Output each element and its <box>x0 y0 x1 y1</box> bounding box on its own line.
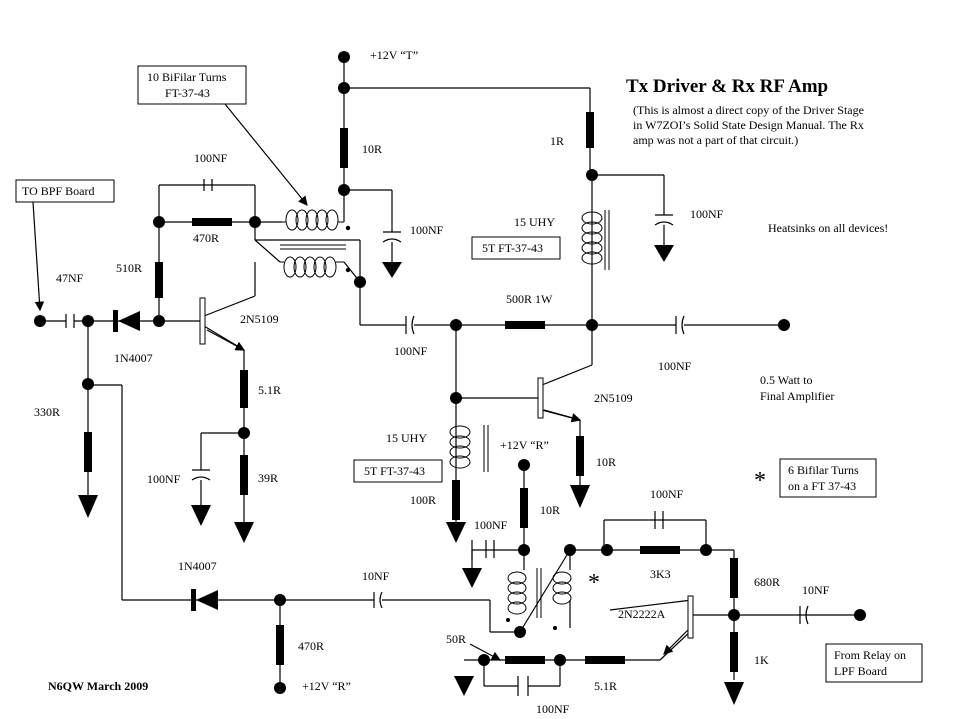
svg-text:39R: 39R <box>258 471 278 485</box>
capacitors <box>65 179 809 696</box>
svg-text:100NF: 100NF <box>536 702 570 716</box>
transistor-q2 <box>537 377 582 423</box>
svg-text:10R: 10R <box>596 455 616 469</box>
svg-text:100NF: 100NF <box>658 359 692 373</box>
svg-text:1N4007: 1N4007 <box>114 351 153 365</box>
svg-text:10 BiFilar Turns: 10 BiFilar Turns <box>147 70 227 84</box>
svg-text:10NF: 10NF <box>802 583 830 597</box>
svg-text:on a FT 37-43: on a FT 37-43 <box>788 479 856 493</box>
transformer-top <box>280 209 346 278</box>
svg-text:FT-37-43: FT-37-43 <box>165 86 210 100</box>
svg-text:2N5109: 2N5109 <box>594 391 633 405</box>
svg-text:5T FT-37-43: 5T FT-37-43 <box>364 464 425 478</box>
svg-text:100NF: 100NF <box>650 487 684 501</box>
svg-text:6 Bifilar Turns: 6 Bifilar Turns <box>788 463 859 477</box>
svg-text:2N2222A: 2N2222A <box>618 607 666 621</box>
svg-text:100NF: 100NF <box>147 472 181 486</box>
svg-text:10R: 10R <box>362 142 382 156</box>
svg-text:330R: 330R <box>34 405 60 419</box>
diode-d2 <box>191 589 218 611</box>
box-bpf: TO BPF Board <box>15 179 115 203</box>
heatsink-note: Heatsinks on all devices! <box>768 221 888 235</box>
box-inductor-mid: 5T FT-37-43 <box>353 459 443 483</box>
transformer-rx <box>507 568 572 618</box>
svg-text:10NF: 10NF <box>362 569 390 583</box>
svg-text:From Relay on: From Relay on <box>834 648 906 662</box>
inductor-top <box>581 210 610 270</box>
note-line-1: (This is almost a direct copy of the Dri… <box>633 103 864 117</box>
svg-text:100NF: 100NF <box>690 207 724 221</box>
svg-text:100NF: 100NF <box>194 151 228 165</box>
svg-text:100R: 100R <box>410 493 436 507</box>
svg-text:5T FT-37-43: 5T FT-37-43 <box>482 241 543 255</box>
diode-d1 <box>113 310 140 332</box>
svg-text:680R: 680R <box>754 575 780 589</box>
junctions <box>34 51 866 694</box>
svg-text:1K: 1K <box>754 653 769 667</box>
note-line-2: in W7ZOI’s Solid State Design Manual. Th… <box>633 118 864 132</box>
ground-symbols <box>78 245 744 705</box>
svg-text:470R: 470R <box>298 639 324 653</box>
svg-text:LPF Board: LPF Board <box>834 664 887 678</box>
box-inductor-top: 5T FT-37-43 <box>471 236 561 260</box>
svg-text:+12V “T”: +12V “T” <box>370 48 418 62</box>
svg-text:1R: 1R <box>550 134 564 148</box>
transistor-q1 <box>199 297 246 351</box>
svg-text:5.1R: 5.1R <box>594 679 617 693</box>
inductor-mid <box>449 425 489 472</box>
svg-text:5.1R: 5.1R <box>258 383 281 397</box>
note-line-3: amp was not a part of that circuit.) <box>633 133 798 147</box>
svg-text:0.5 Watt to: 0.5 Watt to <box>760 373 812 387</box>
svg-text:3K3: 3K3 <box>650 567 671 581</box>
svg-text:2N5109: 2N5109 <box>240 312 279 326</box>
svg-text:500R 1W: 500R 1W <box>506 292 553 306</box>
svg-text:15 UHY: 15 UHY <box>386 431 427 445</box>
svg-text:50R: 50R <box>446 632 466 646</box>
star-marker-transformer: * <box>588 570 600 596</box>
svg-text:47NF: 47NF <box>56 271 84 285</box>
component-labels: +12V “T” 10R 100NF 1R 100NF 100NF 470R 5… <box>34 48 834 716</box>
svg-text:TO BPF Board: TO BPF Board <box>22 184 94 198</box>
star-marker: * <box>754 468 766 494</box>
svg-text:+12V “R”: +12V “R” <box>500 438 549 452</box>
svg-text:1N4007: 1N4007 <box>178 559 217 573</box>
svg-text:15 UHY: 15 UHY <box>514 215 555 229</box>
svg-text:+12V “R”: +12V “R” <box>302 679 351 693</box>
svg-text:100NF: 100NF <box>394 344 428 358</box>
svg-text:100NF: 100NF <box>410 223 444 237</box>
svg-text:Final Amplifier: Final Amplifier <box>760 389 834 403</box>
svg-text:10R: 10R <box>540 503 560 517</box>
diagram-title: Tx Driver & Rx RF Amp <box>626 76 828 97</box>
box-bifilar-top: 10 BiFilar Turns FT-37-43 <box>137 65 247 105</box>
svg-text:100NF: 100NF <box>474 518 508 532</box>
box-bifilar-note: 6 Bifilar Turns on a FT 37-43 <box>779 458 877 498</box>
author-credit: N6QW March 2009 <box>48 679 148 693</box>
svg-text:470R: 470R <box>193 231 219 245</box>
svg-text:510R: 510R <box>116 261 142 275</box>
transistor-q3 <box>663 595 694 655</box>
resistors <box>84 112 738 672</box>
box-relay: From Relay on LPF Board <box>825 643 923 683</box>
